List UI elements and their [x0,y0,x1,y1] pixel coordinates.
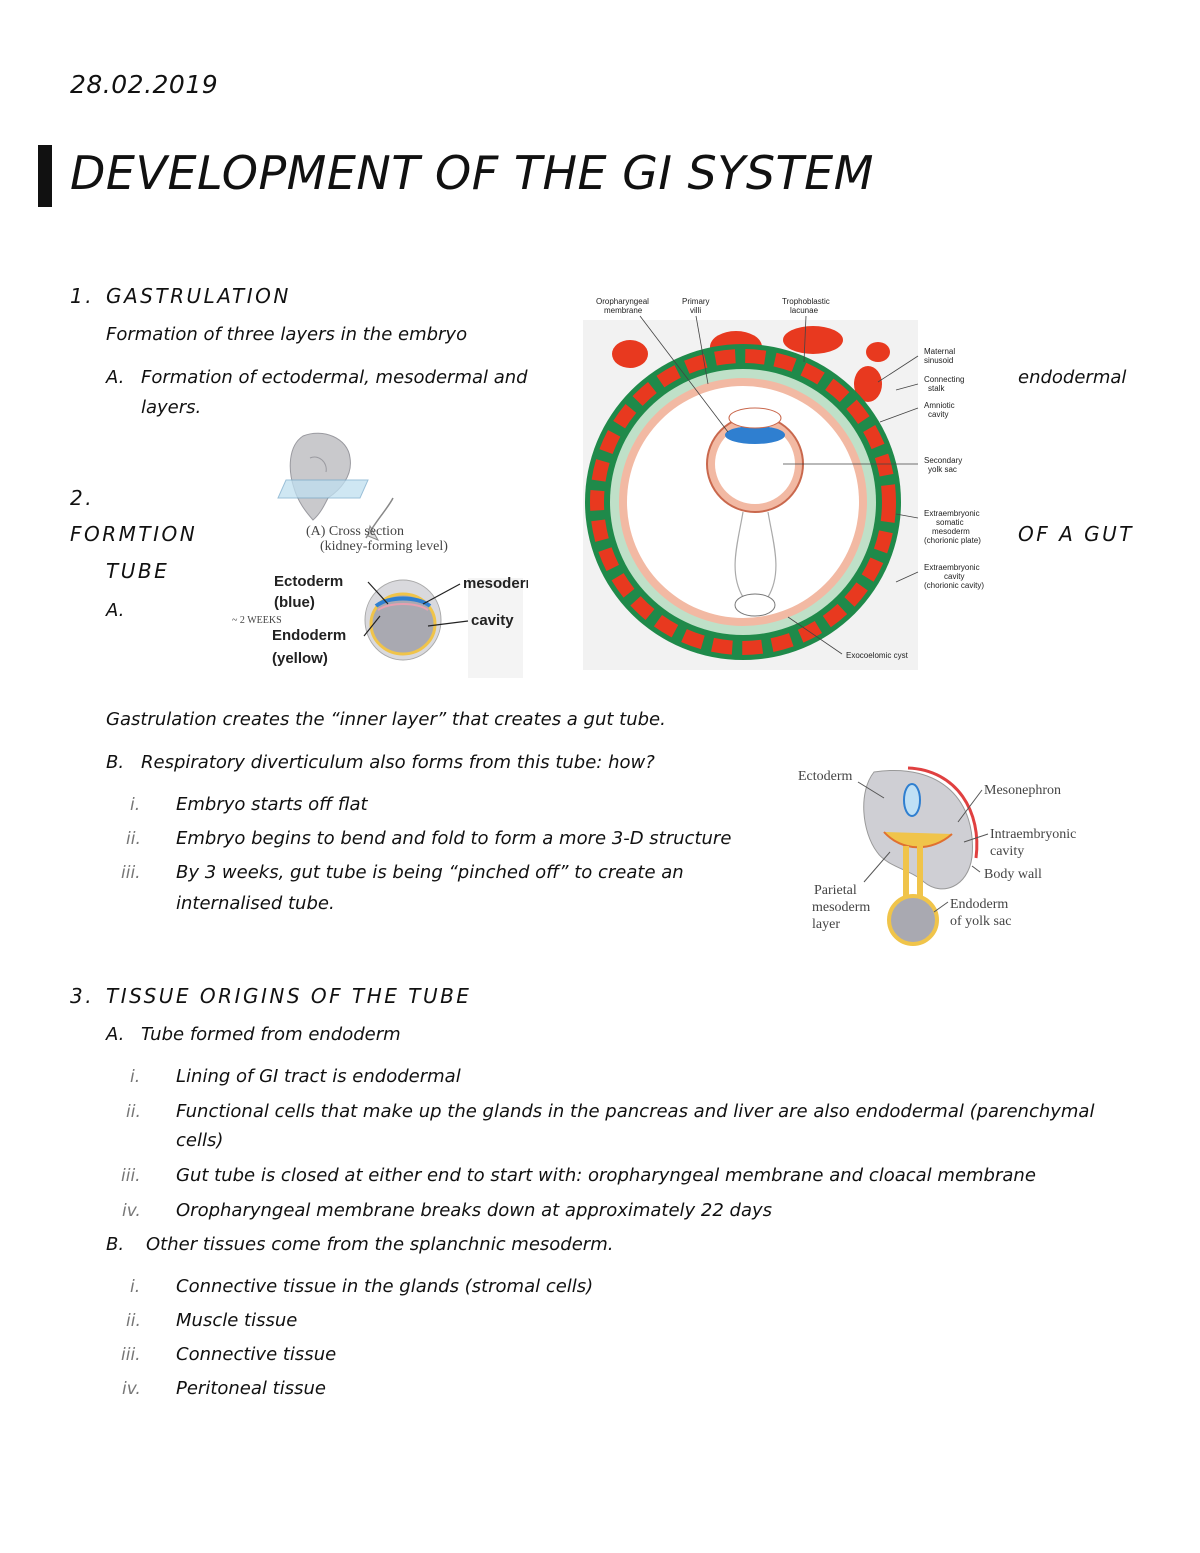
section-1-a-text: Formation of ectodermal, mesodermal and [141,367,528,388]
list-item: Oropharyngeal membrane breaks down at ap… [176,1200,773,1221]
fig3-layer-label: layer [812,917,840,932]
somatic-label-3: mesoderm [932,527,970,536]
section-1-intro: Formation of three layers in the embryo [106,324,468,345]
list-item-number: ii. [126,1102,141,1122]
fig3-yolk-sac-label: of yolk sac [950,914,1011,929]
cross-section-figure: (A) Cross section (kidney-forming level)… [228,428,528,678]
section-3-heading: TISSUE ORIGINS OF THE TUBE [106,984,472,1008]
list-item-number: i. [130,795,141,815]
embryo-body [863,766,979,946]
endoderm-label: Endoderm [272,627,346,644]
section-2-body: Gastrulation creates the “inner layer” t… [106,709,666,730]
section-2-b-text: Respiratory diverticulum also forms from… [141,752,655,773]
section-3-a-letter: A. [106,1024,125,1045]
embryo-disc [364,578,523,678]
ectoderm-label: Ectoderm [274,573,343,590]
cavity-label: cavity [471,612,514,629]
section-1-a-text-cont: layers. [141,397,202,418]
list-item-cont: cells) [176,1130,224,1151]
fig3-mesonephron-label: Mesonephron [984,783,1061,798]
section-3-b-text: Other tissues come from the splanchnic m… [146,1234,614,1255]
title-bar-accent [38,145,52,207]
list-item-number: i. [130,1067,141,1087]
trophoblastic-label-2: lacunae [790,306,819,315]
list-item: Peritoneal tissue [176,1378,326,1399]
secondary-yolk-label-2: yolk sac [928,465,957,474]
section-2-heading-right: OF A GUT [1018,522,1134,546]
chorionic-cavity-label-2: cavity [944,572,964,581]
section-3-a-text: Tube formed from endoderm [141,1024,401,1045]
embryo-and-yolk-sac [706,407,804,617]
somatic-label-2: somatic [936,518,964,527]
endoderm-yellow-label: (yellow) [272,650,328,667]
fig3-parietal-label: Parietal [814,883,857,898]
kidney-level-label: (kidney-forming level) [320,539,448,554]
oropharyngeal-label: Oropharyngeal [596,297,649,306]
list-item-cont: internalised tube. [176,893,335,914]
maternal-label-2: sinusoid [924,356,953,365]
section-3-b-letter: B. [106,1234,125,1255]
list-item: Muscle tissue [176,1310,298,1331]
maternal-label: Maternal [924,347,955,356]
section-2-heading: FORMTION [70,522,198,546]
cross-section-label: (A) Cross section [306,524,404,539]
section-2-heading-cont: TUBE [106,559,170,583]
figure-3-callouts [857,781,989,913]
fig3-mesoderm-label: mesoderm [812,900,870,915]
trophoblast-figure: Oropharyngeal membrane Primary villi Tro… [578,292,1010,684]
fig3-body-wall-label: Body wall [984,867,1042,882]
mesoderm-label: mesoderm [463,575,528,592]
list-item-number: i. [130,1277,141,1297]
connecting-label: Connecting [924,375,964,384]
section-1-a-text-right: endodermal [1018,367,1127,388]
list-item: Embryo begins to bend and fold to form a… [176,828,732,849]
section-1-number: 1. [70,284,95,308]
exocoelomic-label: Exocoelomic cyst [846,651,909,660]
section-1-a-letter: A. [106,367,125,388]
section-2-b-letter: B. [106,752,125,773]
fig3-intraembryonic-cavity-label: cavity [990,844,1024,859]
ectoderm-blue-label: (blue) [274,594,315,611]
section-1-heading: GASTRULATION [106,284,291,308]
page-title: DEVELOPMENT OF THE GI SYSTEM [70,146,874,200]
list-item: Functional cells that make up the glands… [176,1101,1095,1122]
cross-section-plane [277,479,369,499]
chorionic-cavity-label-3: (chorionic cavity) [924,581,984,590]
chorionic-cavity-label: Extraembryonic [924,563,980,572]
folding-embryo-figure: Ectoderm Mesonephron Intraembryonic cavi… [792,762,1104,952]
fig3-intraembryonic-label: Intraembryonic [990,827,1076,842]
list-item: Connective tissue in the glands (stromal… [176,1276,594,1297]
list-item: By 3 weeks, gut tube is being “pinched o… [176,862,684,883]
list-item-number: iii. [121,863,141,883]
list-item-number: iii. [121,1345,141,1365]
section-3-number: 3. [70,984,95,1008]
list-item: Embryo starts off flat [176,794,368,815]
amniotic-label-2: cavity [928,410,948,419]
fig3-endoderm-label: Endoderm [950,897,1008,912]
somatic-label: Extraembryonic [924,509,980,518]
list-item-number: iv. [122,1201,141,1221]
list-item: Connective tissue [176,1344,337,1365]
list-item-number: ii. [126,1311,141,1331]
trophoblastic-label: Trophoblastic [782,297,830,306]
primary-villi-label: Primary [682,297,710,306]
primary-villi-label-2: villi [690,306,701,315]
connecting-label-2: stalk [928,384,945,393]
section-2-a-letter: A. [106,600,125,621]
date: 28.02.2019 [70,70,219,99]
secondary-yolk-label: Secondary [924,456,962,465]
oropharyngeal-label-2: membrane [604,306,643,315]
callout-lines [639,315,919,655]
list-item: Lining of GI tract is endodermal [176,1066,461,1087]
weeks-label: ~ 2 WEEKS [232,615,282,626]
somatic-label-4: (chorionic plate) [924,536,981,545]
list-item: Gut tube is closed at either end to star… [176,1165,1036,1186]
list-item-number: ii. [126,829,141,849]
list-item-number: iii. [121,1166,141,1186]
amniotic-label: Amniotic [924,401,955,410]
list-item-number: iv. [122,1379,141,1399]
section-2-number: 2. [70,486,95,510]
fig3-ectoderm-label: Ectoderm [798,769,853,784]
